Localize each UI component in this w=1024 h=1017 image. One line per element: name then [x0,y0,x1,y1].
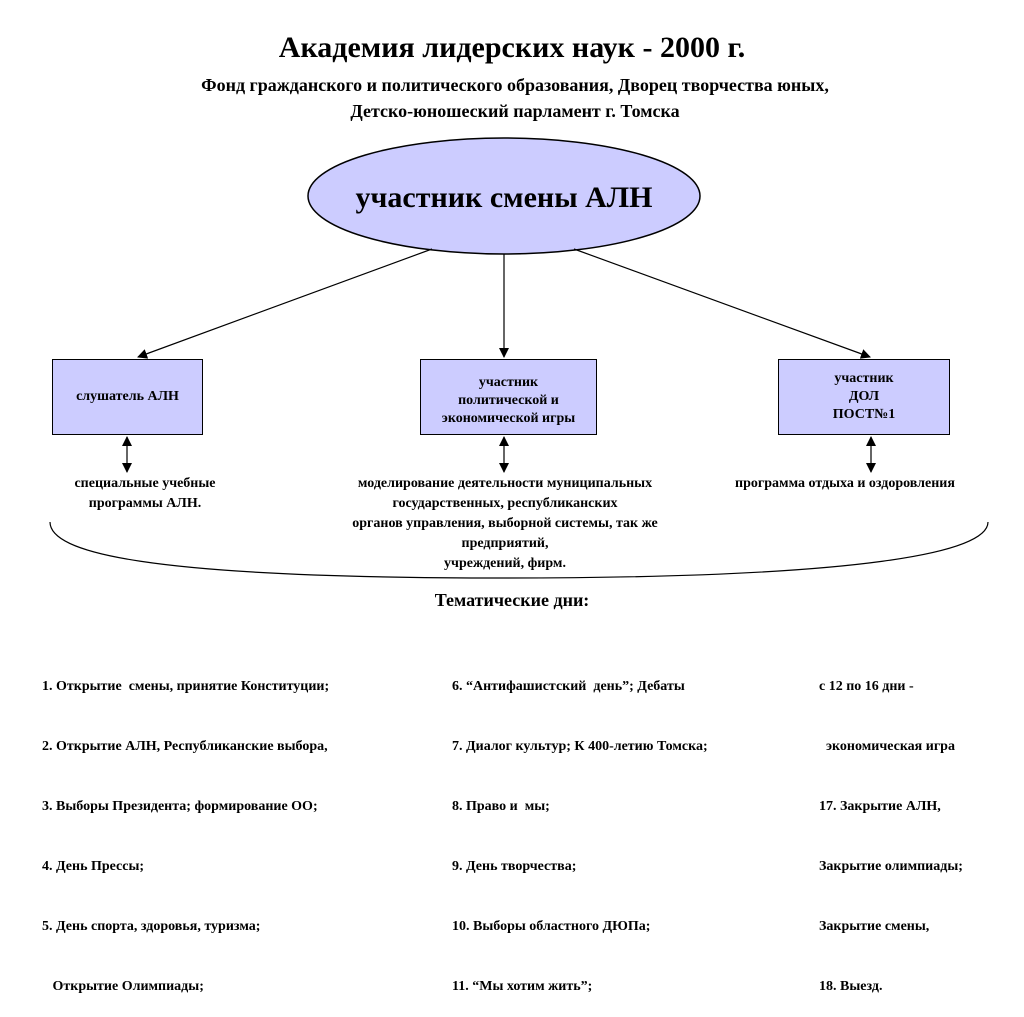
description-middle: моделирование деятельности муниципальных… [300,474,710,574]
list-item: 6. “Антифашистский день”; Дебаты [452,679,685,694]
list-item: 2. Открытие АЛН, Республиканские выбора, [42,739,328,754]
box-line: ДОЛ [848,389,880,404]
grouping-brace-curve [49,521,989,579]
page-subtitle: Фонд гражданского и политического образо… [110,72,920,124]
diagram-connectors [49,137,989,579]
box-line: участник [834,371,894,386]
list-item: Открытие Олимпиады; [42,979,204,994]
description-line: государственных, республиканских [392,496,618,511]
description-line: учреждений, фирм. [444,556,566,571]
description-line: органов управления, выборной системы, та… [352,516,658,531]
arrow-to-right-box [573,248,871,359]
thematic-days-column-1: 1. Открытие смены, принятие Конституции;… [42,637,329,1017]
box-game-participant: участник политической и экономической иг… [420,359,597,435]
list-item: экономическая игра [819,739,955,754]
subtitle-line: Фонд гражданского и политического образо… [201,75,829,95]
box-line: экономической игры [441,411,576,426]
list-item: 17. Закрытие АЛН, [819,799,941,814]
center-node-label: участник смены АЛН [355,181,653,214]
description-line: моделирование деятельности муниципальных [357,476,653,491]
description-line: специальные учебные [74,476,216,491]
list-item: 4. День Прессы; [42,859,145,874]
box-line: политической и [458,393,559,408]
arrow-to-left-box [137,248,433,359]
list-item: 7. Диалог культур; К 400-летию Томска; [452,739,708,754]
list-item: 11. “Мы хотим жить”; [452,979,593,994]
description-right: программа отдыха и оздоровления [705,474,985,494]
list-item: Закрытие олимпиады; [819,859,963,874]
page-title: Академия лидерских наук - 2000 г. [278,31,746,64]
list-item: 10. Выборы областного ДЮПа; [452,919,651,934]
subtitle-line: Детско-юношеский парламент г. Томска [350,101,680,121]
description-line: программы АЛН. [88,496,202,511]
list-item: 5. День спорта, здоровья, туризма; [42,919,261,934]
box-line: участник [478,375,539,390]
box-line: слушатель АЛН [76,389,179,404]
list-item: 9. День творчества; [452,859,577,874]
thematic-days-column-2: 6. “Антифашистский день”; Дебаты 7. Диал… [452,637,708,1017]
description-line: программа отдыха и оздоровления [735,476,955,491]
description-line: предприятий, [461,536,549,551]
thematic-days-heading: Тематические дни: [434,590,590,610]
box-listener: слушатель АЛН [52,359,203,435]
list-item: Закрытие смены, [819,919,930,934]
list-item: 18. Выезд. [819,979,883,994]
description-left: специальные учебные программы АЛН. [40,474,250,514]
thematic-days-column-3: с 12 по 16 дни - экономическая игра 17. … [819,637,963,1017]
list-item: 8. Право и мы; [452,799,550,814]
box-line: ПОСТ№1 [832,407,896,422]
list-item: с 12 по 16 дни - [819,679,914,694]
list-item: 3. Выборы Президента; формирование ОО; [42,799,318,814]
box-camp-participant: участник ДОЛ ПОСТ№1 [778,359,950,435]
list-item: 1. Открытие смены, принятие Конституции; [42,679,330,694]
